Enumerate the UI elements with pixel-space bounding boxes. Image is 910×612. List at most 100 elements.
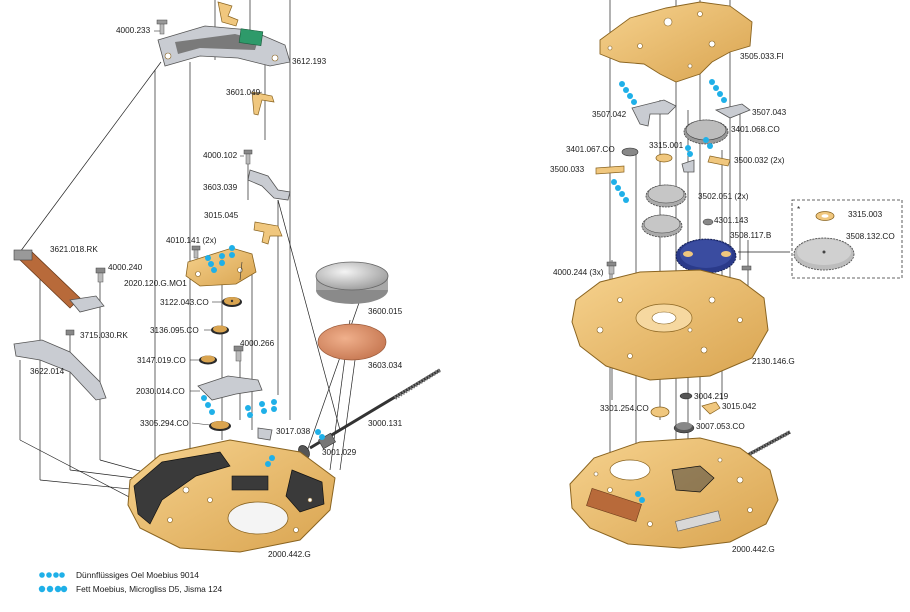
main-plate-right [569, 437, 779, 549]
legend: Dünnflüssiges Oel Moebius 9014 Fett Moeb… [38, 570, 222, 594]
label-3500-032: 3500.032 (2x) [734, 156, 785, 165]
lever-3015-042 [701, 401, 721, 415]
lever-3015-045 [253, 221, 283, 245]
crown-stem [298, 368, 442, 459]
labels-right: 3505.033.FI 3507.042 3507.043 3401.068.C… [550, 52, 895, 554]
inset-box: * [791, 199, 903, 279]
construction-lines-left [19, 0, 361, 540]
legend-grease-text: Fett Moebius, Microgliss D5, Jisma 124 [76, 584, 222, 594]
label-3507-042: 3507.042 [592, 110, 627, 119]
screw-4000-102 [243, 149, 253, 165]
washer-3315-001 [655, 153, 673, 163]
lever-3500-032 [707, 155, 731, 167]
wheel-3147-019 [199, 355, 217, 365]
label-3305-294: 3305.294.CO [140, 419, 189, 428]
right-assembly: * 3505.033.FI 3507.042 3507.043 3401.068… [550, 0, 903, 554]
label-3502-051: 3502.051 (2x) [698, 192, 749, 201]
label-3301-254: 3301.254.CO [600, 404, 649, 413]
label-3122-043: 3122.043.CO [160, 298, 209, 307]
part-3017-038 [257, 427, 273, 441]
leader-lines-left [154, 30, 263, 426]
wheel-3007-053 [673, 422, 695, 434]
label-3007-053: 3007.053.CO [696, 422, 745, 431]
label-3000-131: 3000.131 [368, 419, 403, 428]
screw-4010-141 [191, 245, 201, 259]
lever-3621-018 [13, 249, 105, 313]
label-3621-018: 3621.018.RK [50, 245, 98, 254]
label-3315-003: 3315.003 [848, 210, 883, 219]
wheel-3301-254 [650, 406, 670, 418]
label-3622-014: 3622.014 [30, 367, 65, 376]
inset-marker: * [797, 205, 801, 214]
label-3004-219: 3004.219 [694, 392, 729, 401]
wheel-3004-219 [679, 392, 693, 400]
oil-dots-left [201, 245, 325, 467]
label-4000-244: 4000.244 (3x) [553, 268, 604, 277]
screws-4000-244 [606, 261, 752, 275]
lever-3507-043 [714, 103, 751, 119]
pinion-3401-067 [621, 147, 639, 157]
circuit-bridge [156, 1, 291, 67]
oil-dots-right [611, 79, 727, 503]
bridge-2030-014 [197, 375, 263, 401]
label-4000-266: 4000.266 [240, 339, 275, 348]
lever-3507-042 [631, 99, 677, 127]
label-3507-043: 3507.043 [752, 108, 787, 117]
disc-3508-117 [675, 238, 737, 274]
label-2030-014: 2030.014.CO [136, 387, 185, 396]
battery-3600-015 [315, 261, 389, 304]
label-3401-067: 3401.067.CO [566, 145, 615, 154]
label-3015-045: 3015.045 [204, 211, 239, 220]
label-3715-030: 3715.030.RK [80, 331, 128, 340]
label-3505-033: 3505.033.FI [740, 52, 784, 61]
legend-oil-icon [39, 572, 65, 578]
pinion-4301-143 [702, 218, 714, 226]
label-3508-132: 3508.132.CO [846, 232, 895, 241]
labels-left: 4000.233 3612.193 3601.049 4000.102 3603… [30, 26, 403, 559]
label-4301-143: 4301.143 [714, 216, 749, 225]
gear-3401-068 [683, 119, 729, 145]
gear-3502-051 [641, 184, 687, 238]
label-3147-019: 3147.019.CO [137, 356, 186, 365]
label-3001-029: 3001.029 [322, 448, 357, 457]
label-4000-233: 4000.233 [116, 26, 151, 35]
label-3600-015: 3600.015 [368, 307, 403, 316]
plate-2130-146 [571, 269, 769, 381]
label-3500-033: 3500.033 [550, 165, 585, 174]
insulator-3603-034 [317, 323, 387, 361]
label-2000-442-left: 2000.442.G [268, 550, 311, 559]
wheel-3305-294 [209, 421, 231, 431]
legend-grease-icon [38, 585, 68, 593]
label-3401-068: 3401.068.CO [731, 125, 780, 134]
label-3603-039: 3603.039 [203, 183, 238, 192]
screw-4000-266 [233, 345, 244, 362]
label-3017-038: 3017.038 [276, 427, 311, 436]
label-2000-442-right: 2000.442.G [732, 545, 775, 554]
lever-small [681, 159, 695, 173]
label-3136-095: 3136.095.CO [150, 326, 199, 335]
lever-3500-033 [595, 165, 625, 175]
label-3315-001: 3315.001 [649, 141, 684, 150]
screw-3715-030 [65, 329, 75, 336]
label-3603-034: 3603.034 [368, 361, 403, 370]
screw-4000-240 [95, 267, 106, 283]
label-4010-141: 4010.141 (2x) [166, 236, 217, 245]
label-3015-042: 3015.042 [722, 402, 757, 411]
spring-3603-039 [247, 169, 291, 201]
label-3508-117: 3508.117.B [730, 231, 772, 240]
label-3612-193: 3612.193 [292, 57, 327, 66]
label-2130-146: 2130.146.G [752, 357, 795, 366]
label-4000-240: 4000.240 [108, 263, 143, 272]
main-plate-left [127, 439, 336, 553]
label-4000-102: 4000.102 [203, 151, 238, 160]
lever-3601-049 [251, 91, 275, 116]
spring-3622-014 [13, 339, 107, 401]
wheel-3122-043 [222, 297, 242, 307]
label-3601-049: 3601.049 [226, 88, 261, 97]
left-assembly: 4000.233 3612.193 3601.049 4000.102 3603… [13, 0, 442, 559]
bridge-3505-033 [599, 1, 753, 83]
legend-oil-text: Dünnflüssiges Oel Moebius 9014 [76, 570, 199, 580]
wheel-3136-095 [211, 325, 229, 335]
label-2020-120: 2020.120.G.MO1 [124, 279, 187, 288]
